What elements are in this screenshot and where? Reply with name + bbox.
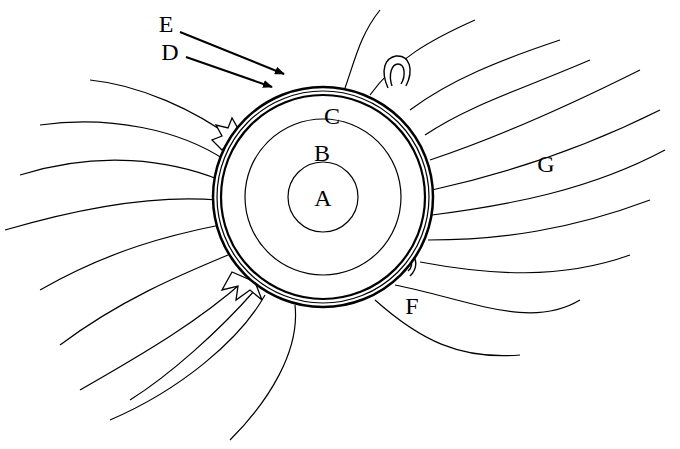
field-lines <box>5 10 665 440</box>
callout-letter: C <box>324 104 340 128</box>
callout-letter: G <box>537 152 554 176</box>
callout-letter: B <box>314 141 330 165</box>
sun-layers <box>213 87 433 307</box>
callout-letter: D <box>161 40 178 64</box>
leader-arrows <box>180 32 284 87</box>
callout-letter: A <box>314 186 331 210</box>
callout-letter: F <box>405 294 418 318</box>
callout-letter: E <box>159 12 174 36</box>
